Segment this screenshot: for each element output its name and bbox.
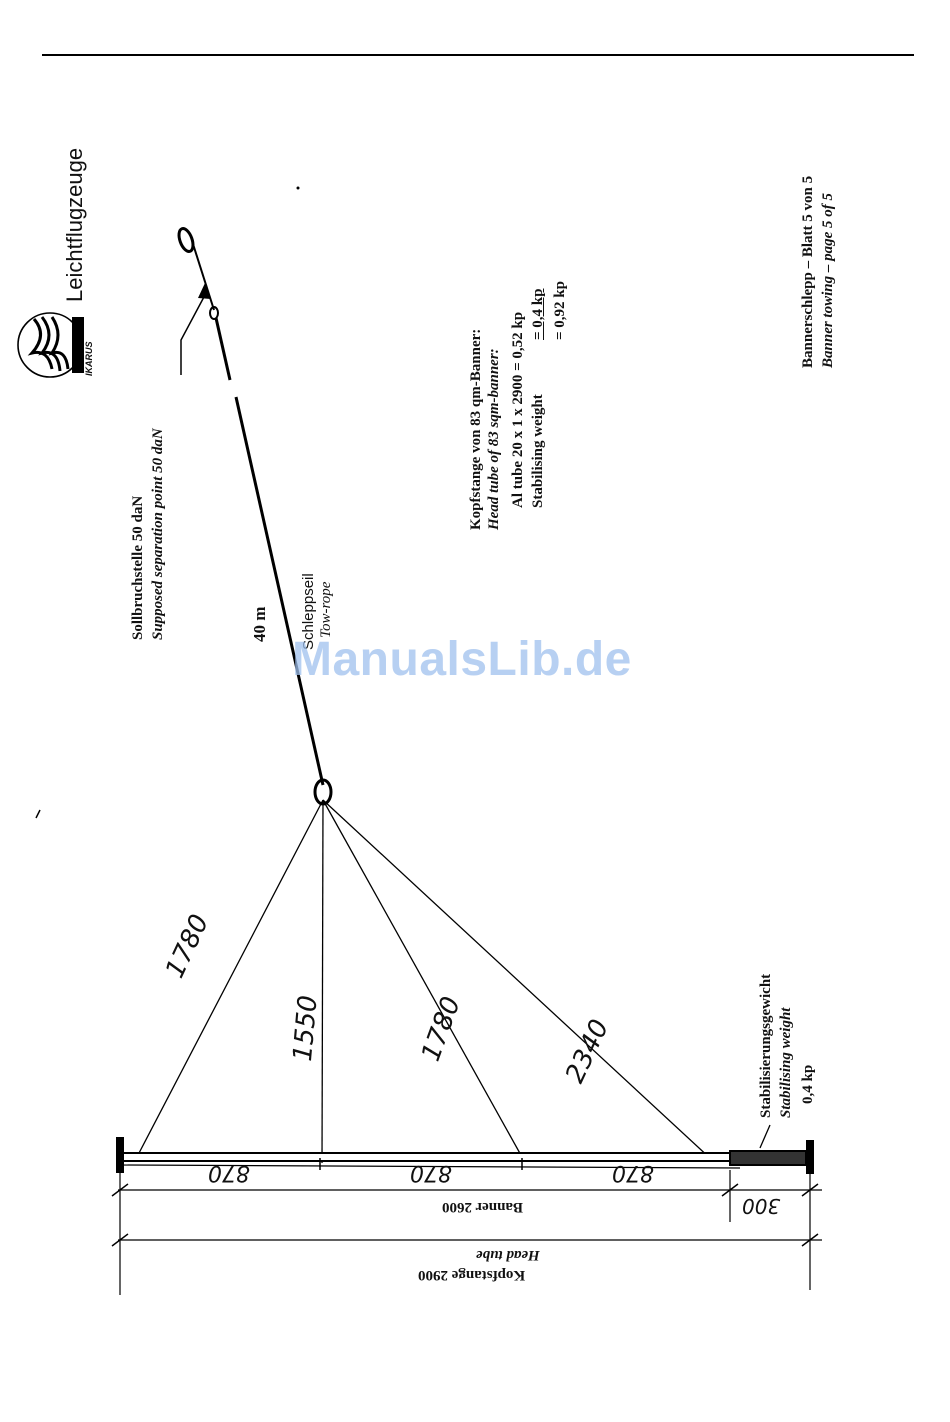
- dim-weight-label: 300: [742, 1194, 781, 1218]
- bridle-line-4: [322, 799, 713, 1161]
- segment-length-3: 870: [612, 1160, 654, 1185]
- rope-label-en: Tow-rope: [318, 581, 334, 638]
- watermark: ManualsLib.de: [292, 633, 632, 686]
- bridle-length-2: 1550: [288, 994, 324, 1063]
- page-label-de: Bannerschlepp – Blatt 5 von 5: [800, 175, 816, 368]
- stab-weight-en: Stabilising weight: [778, 1007, 794, 1118]
- rope-length-label: 40 m: [250, 606, 269, 642]
- bridle-line-3: [322, 799, 523, 1158]
- headtube-info-en: Head tube of 83 sqm-banner:: [486, 348, 502, 530]
- dim-headtube-en: Head tube: [476, 1247, 540, 1263]
- headtube-info-line1: Al tube 20 x 1 x 2900 = 0,52 kp: [510, 311, 526, 508]
- page-label-en: Banner towing – page 5 of 5: [820, 192, 836, 368]
- segment-length-2: 870: [410, 1160, 452, 1185]
- bridle-line-2: [321, 799, 324, 1164]
- stab-weight-de: Stabilisierungsgewicht: [758, 973, 774, 1118]
- separation-label-en: Supposed separation point 50 daN: [150, 428, 166, 640]
- brand-name: Leichtflugzeuge: [62, 147, 87, 302]
- segment-length-1: 870: [208, 1160, 250, 1185]
- headtube-info-total: = 0,92 kp: [552, 281, 568, 340]
- bridle-line-1: [137, 799, 324, 1156]
- dim-banner-label: Banner 2600: [442, 1199, 523, 1215]
- dim-headtube-de: Kopfstange 2900: [418, 1267, 526, 1283]
- headtube-info-line2-label: Stabilising weight: [530, 394, 546, 508]
- headtube-info-line2-value: = 0,4 kp: [530, 288, 546, 340]
- headtube-info-de: Kopfstange von 83 qm-Banner:: [468, 328, 484, 530]
- separation-label-de: Sollbruchstelle 50 daN: [130, 495, 146, 640]
- logo-text: IKARUS: [84, 341, 94, 376]
- tow-rope-line: [234, 396, 325, 786]
- stab-weight-value: 0,4 kp: [800, 1064, 816, 1104]
- release-shackle: [177, 227, 195, 253]
- ikarus-logo: [17, 312, 84, 378]
- stabilising-weight-block: [729, 1150, 807, 1166]
